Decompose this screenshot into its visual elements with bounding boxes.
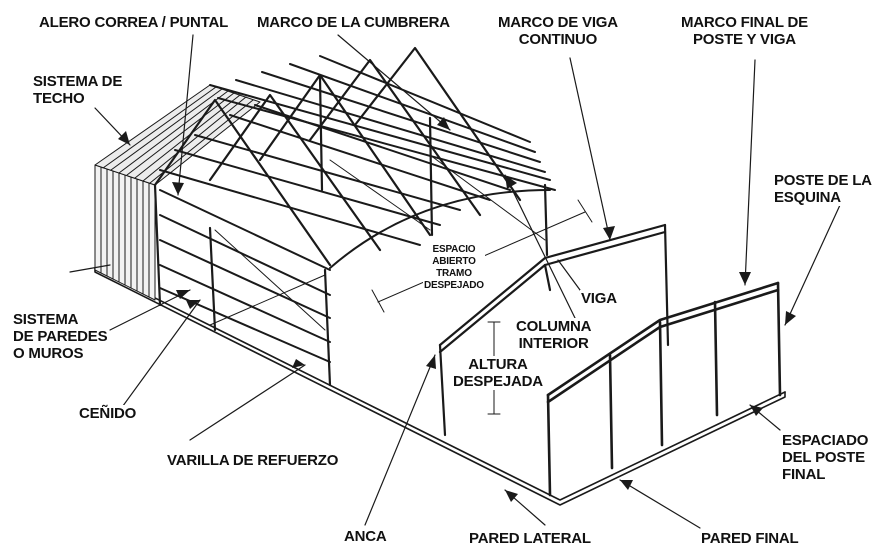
label-final-poste-line: POSTE Y VIGA [693, 31, 796, 48]
label-espacio-line: ABIERTO [432, 256, 476, 267]
label-poste-esquina: POSTE DE LA ESQUINA [773, 172, 872, 206]
label-espaciado: ESPACIADO DEL POSTE FINAL [781, 432, 870, 483]
arrow-heads [118, 117, 796, 502]
label-espaciado-line: DEL POSTE [782, 449, 865, 466]
end-frame [546, 281, 782, 497]
label-poste-esquina-line: POSTE DE LA [774, 172, 872, 189]
label-final-poste: MARCO FINAL DE POSTE Y VIGA [680, 14, 809, 48]
label-columna: COLUMNA INTERIOR [515, 318, 593, 352]
label-varilla: VARILLA DE REFUERZO [166, 452, 340, 469]
label-altura-line: DESPEJADA [453, 373, 543, 390]
label-espacio-line: TRAMO [436, 268, 472, 279]
label-viga-continuo: MARCO DE VIGA CONTINUO [497, 14, 619, 48]
label-cumbrera: MARCO DE LA CUMBRERA [256, 14, 451, 31]
label-altura: ALTURA DESPEJADA [452, 356, 544, 390]
label-paredes-line: DE PAREDES [13, 328, 108, 345]
end-wall-sheeting [94, 164, 156, 301]
label-altura-line: ALTURA [468, 356, 528, 373]
brace-rods [209, 154, 546, 331]
label-final-poste-line: MARCO FINAL DE [681, 14, 808, 31]
label-alero: ALERO CORREA / PUNTAL [38, 14, 230, 31]
rafter-frames [153, 46, 522, 267]
label-techo-line: SISTEMA DE [33, 73, 123, 90]
label-espacio: ESPACIO ABIERTO TRAMO DESPEJADO [423, 244, 485, 292]
label-cenido: CEÑIDO [78, 405, 138, 422]
label-pared-final: PARED FINAL [700, 530, 800, 547]
label-viga-continuo-line: MARCO DE VIGA [498, 14, 618, 31]
label-viga-continuo-line: CONTINUO [518, 31, 598, 48]
label-techo: SISTEMA DE TECHO [32, 73, 124, 107]
label-columna-line: INTERIOR [518, 335, 589, 352]
side-girts [159, 189, 331, 363]
label-poste-esquina-line: ESQUINA [774, 189, 841, 206]
label-pared-lateral: PARED LATERAL [468, 530, 592, 547]
side-columns [153, 76, 549, 387]
floor-slab [94, 267, 786, 506]
label-viga: VIGA [580, 290, 618, 307]
label-espacio-line: ESPACIO [432, 244, 476, 255]
label-espaciado-line: ESPACIADO [782, 432, 869, 449]
label-paredes-line: O MUROS [13, 345, 84, 362]
label-espaciado-line: FINAL [782, 466, 826, 483]
label-espacio-line: DESPEJADO [424, 280, 484, 291]
label-paredes: SISTEMA DE PAREDES O MUROS [12, 311, 109, 362]
roof-arch [329, 189, 551, 269]
label-anca: ANCA [343, 528, 388, 545]
label-columna-line: COLUMNA [516, 318, 592, 335]
label-techo-line: TECHO [33, 90, 85, 107]
label-paredes-line: SISTEMA [13, 311, 79, 328]
